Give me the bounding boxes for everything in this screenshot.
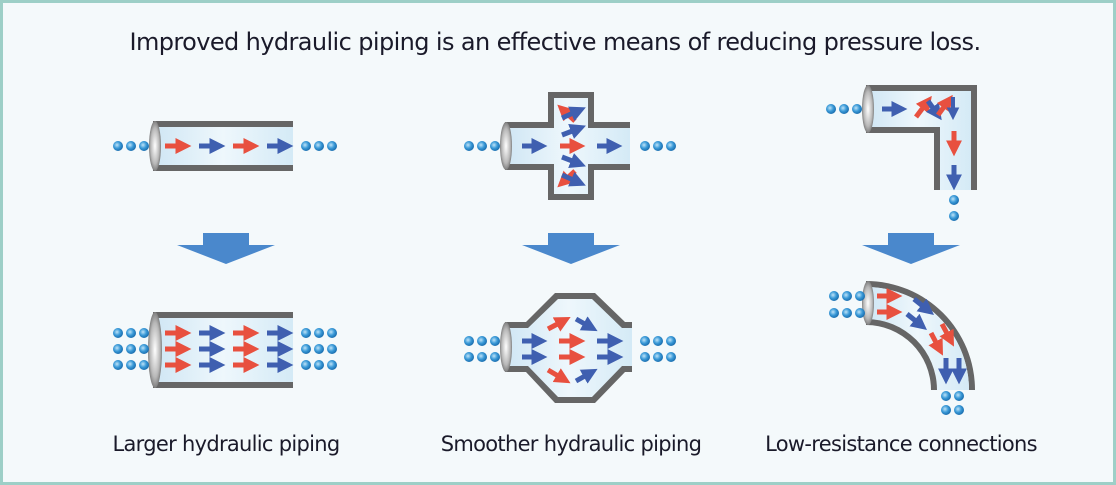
panel-low-resistance-after — [829, 281, 975, 415]
fluid-particle — [314, 344, 324, 354]
fluid-particles-out — [301, 328, 337, 370]
fluid-particle — [113, 328, 123, 338]
pipe-opening — [500, 322, 512, 372]
panel-larger-before — [113, 121, 337, 171]
fluid-particles-out — [640, 141, 676, 151]
pipe-opening — [862, 281, 874, 325]
fluid-particles-in — [464, 141, 500, 151]
caption-low-resistance: Low-resistance connections — [765, 432, 1037, 456]
down-arrow-icon — [177, 233, 275, 264]
pipe-wall-inner — [866, 319, 937, 390]
fluid-particle — [139, 328, 149, 338]
panel-smoother-before — [464, 92, 676, 200]
fluid-particles-in — [826, 104, 862, 114]
fluid-particles-in — [113, 141, 149, 151]
fluid-particles-in — [829, 291, 865, 318]
panel-smoother-after — [464, 293, 676, 403]
caption-smoother-piping: Smoother hydraulic piping — [440, 432, 702, 456]
caption-larger-piping: Larger hydraulic piping — [112, 432, 340, 456]
panel-larger-after — [113, 312, 337, 388]
fluid-particle — [113, 360, 123, 370]
fluid-particle — [327, 328, 337, 338]
fluid-particle — [126, 360, 136, 370]
fluid-particle — [327, 344, 337, 354]
fluid-particle — [314, 360, 324, 370]
down-arrow-icon — [862, 233, 960, 264]
flow-arrows — [165, 324, 294, 374]
panel-low-resistance-before — [826, 85, 977, 221]
fluid-particles-out — [949, 195, 959, 221]
fluid-particles-out — [941, 391, 964, 415]
flow-arrows — [522, 104, 623, 188]
pipe-opening — [500, 122, 512, 170]
diagram-title: Improved hydraulic piping is an effectiv… — [129, 28, 982, 56]
fluid-particle — [126, 328, 136, 338]
pipe-opening — [862, 85, 874, 133]
flow-arrows — [877, 287, 968, 385]
fluid-particle — [327, 360, 337, 370]
fluid-particle — [139, 360, 149, 370]
flow-arrows — [882, 94, 963, 191]
flow-arrows — [522, 316, 624, 384]
fluid-particle — [301, 344, 311, 354]
pipe-opening — [149, 121, 161, 171]
fluid-particle — [301, 328, 311, 338]
fluid-particles-out — [301, 141, 337, 151]
fluid-particle — [139, 344, 149, 354]
down-arrow-icon — [522, 233, 620, 264]
fluid-particles-in — [113, 328, 149, 370]
fluid-particles-out — [640, 336, 676, 362]
fluid-particle — [126, 344, 136, 354]
fluid-particle — [314, 328, 324, 338]
fluid-particle — [301, 360, 311, 370]
pipe-opening — [148, 312, 162, 388]
fluid-particles-in — [464, 336, 500, 362]
fluid-particle — [113, 344, 123, 354]
pipe-interior — [505, 299, 632, 397]
